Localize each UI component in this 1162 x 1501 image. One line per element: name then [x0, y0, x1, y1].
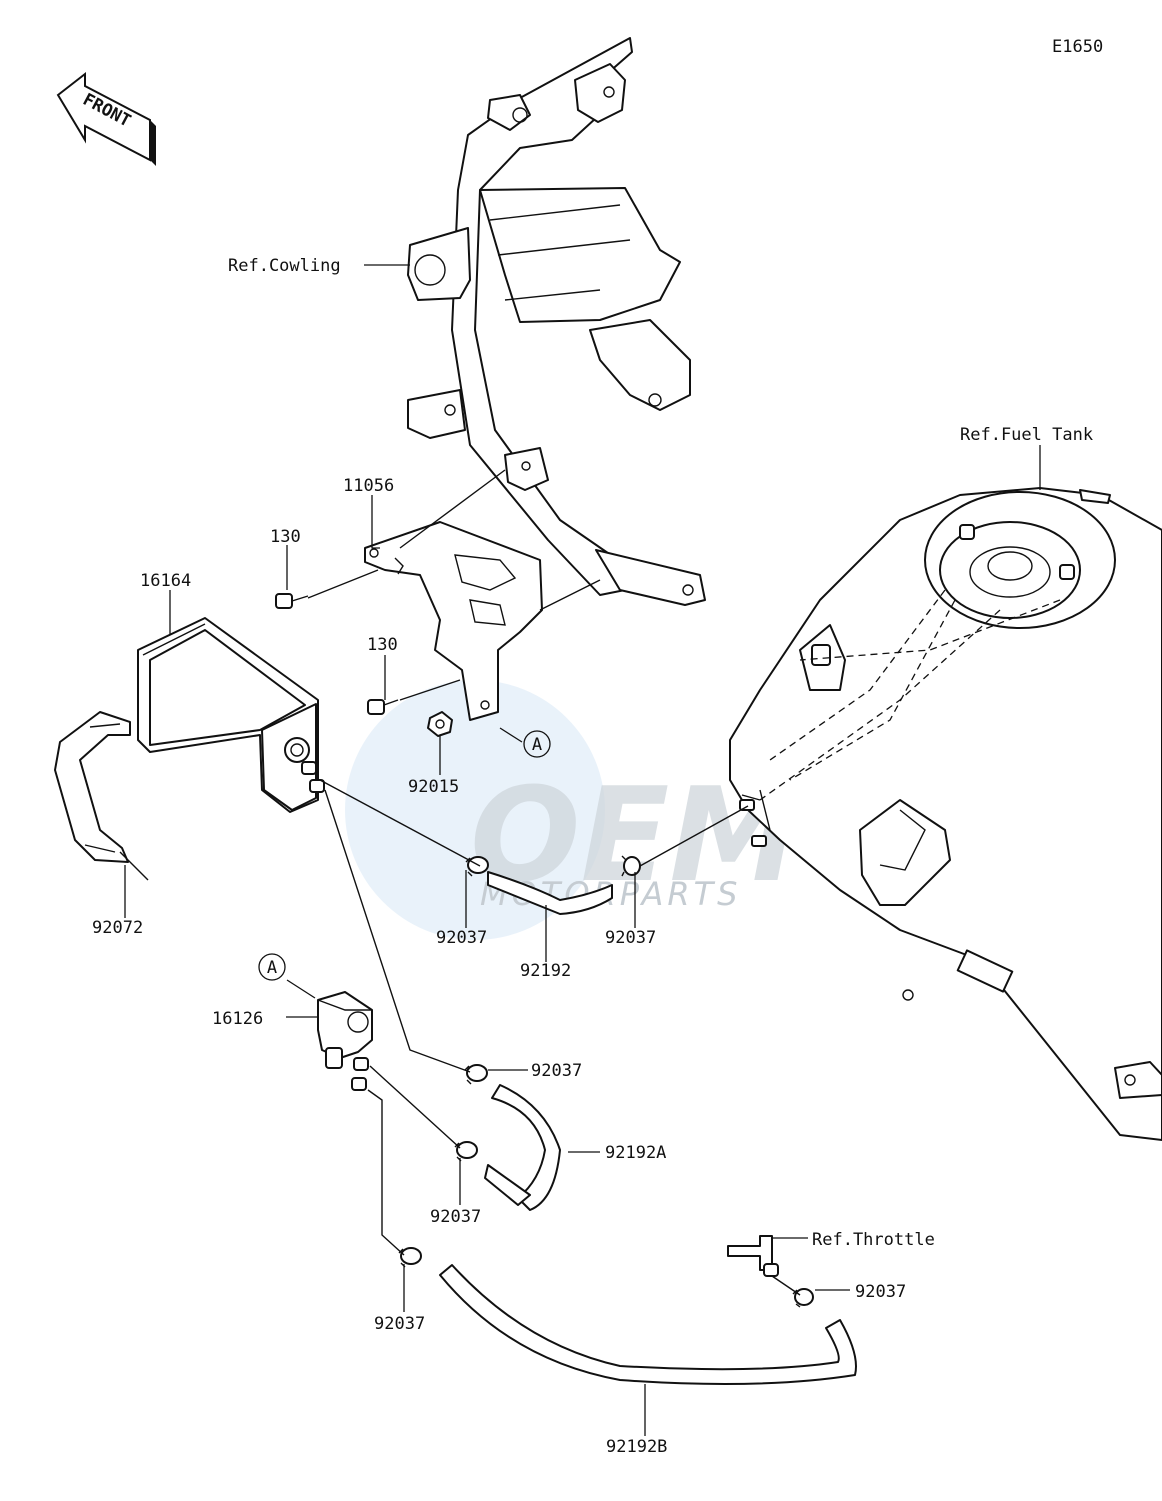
part-label-92072: 92072 [92, 918, 143, 938]
part-label-130-upper: 130 [270, 527, 301, 547]
ref-fuel-tank-label: Ref.Fuel Tank [960, 425, 1093, 445]
bolt-lower-icon [367, 699, 399, 715]
bolt-upper-icon [275, 593, 309, 609]
subframe [407, 37, 706, 606]
callout-a-valve: A [258, 953, 286, 981]
hose-92192a [484, 1084, 561, 1211]
svg-text:A: A [267, 958, 277, 978]
part-label-92037-c: 92037 [531, 1061, 582, 1081]
part-label-92192a: 92192A [605, 1143, 666, 1163]
nut-icon [427, 711, 453, 737]
part-label-92192: 92192 [520, 961, 571, 981]
part-label-92037-d: 92037 [430, 1207, 481, 1227]
valve-16126 [317, 991, 373, 1091]
canister-16164 [137, 617, 325, 813]
callout-a-bracket: A [523, 730, 551, 758]
part-label-16126: 16126 [212, 1009, 263, 1029]
clamp-icon [398, 855, 814, 1308]
leader-lines [124, 264, 1041, 1436]
part-label-92037-a: 92037 [436, 928, 487, 948]
throttle-fitting [727, 1235, 779, 1277]
part-label-16164: 16164 [140, 571, 191, 591]
part-label-130-lower: 130 [367, 635, 398, 655]
part-label-92037-b: 92037 [605, 928, 656, 948]
part-label-92192b: 92192B [606, 1437, 667, 1457]
fuel-tank [729, 487, 1162, 1141]
part-label-11056: 11056 [343, 476, 394, 496]
band-92072 [54, 711, 149, 881]
part-label-92015: 92015 [408, 777, 459, 797]
ref-cowling-label: Ref.Cowling [228, 256, 341, 276]
diagram-code: E1650 [1052, 37, 1103, 57]
svg-text:A: A [532, 735, 542, 755]
bracket-11056 [364, 521, 543, 721]
part-label-92037-f: 92037 [374, 1314, 425, 1334]
front-arrow-icon: FRONT [56, 71, 156, 166]
hose-92192b [439, 1264, 857, 1385]
ref-throttle-label: Ref.Throttle [812, 1230, 935, 1250]
part-label-92037-e: 92037 [855, 1282, 906, 1302]
hose-92192 [487, 871, 613, 915]
